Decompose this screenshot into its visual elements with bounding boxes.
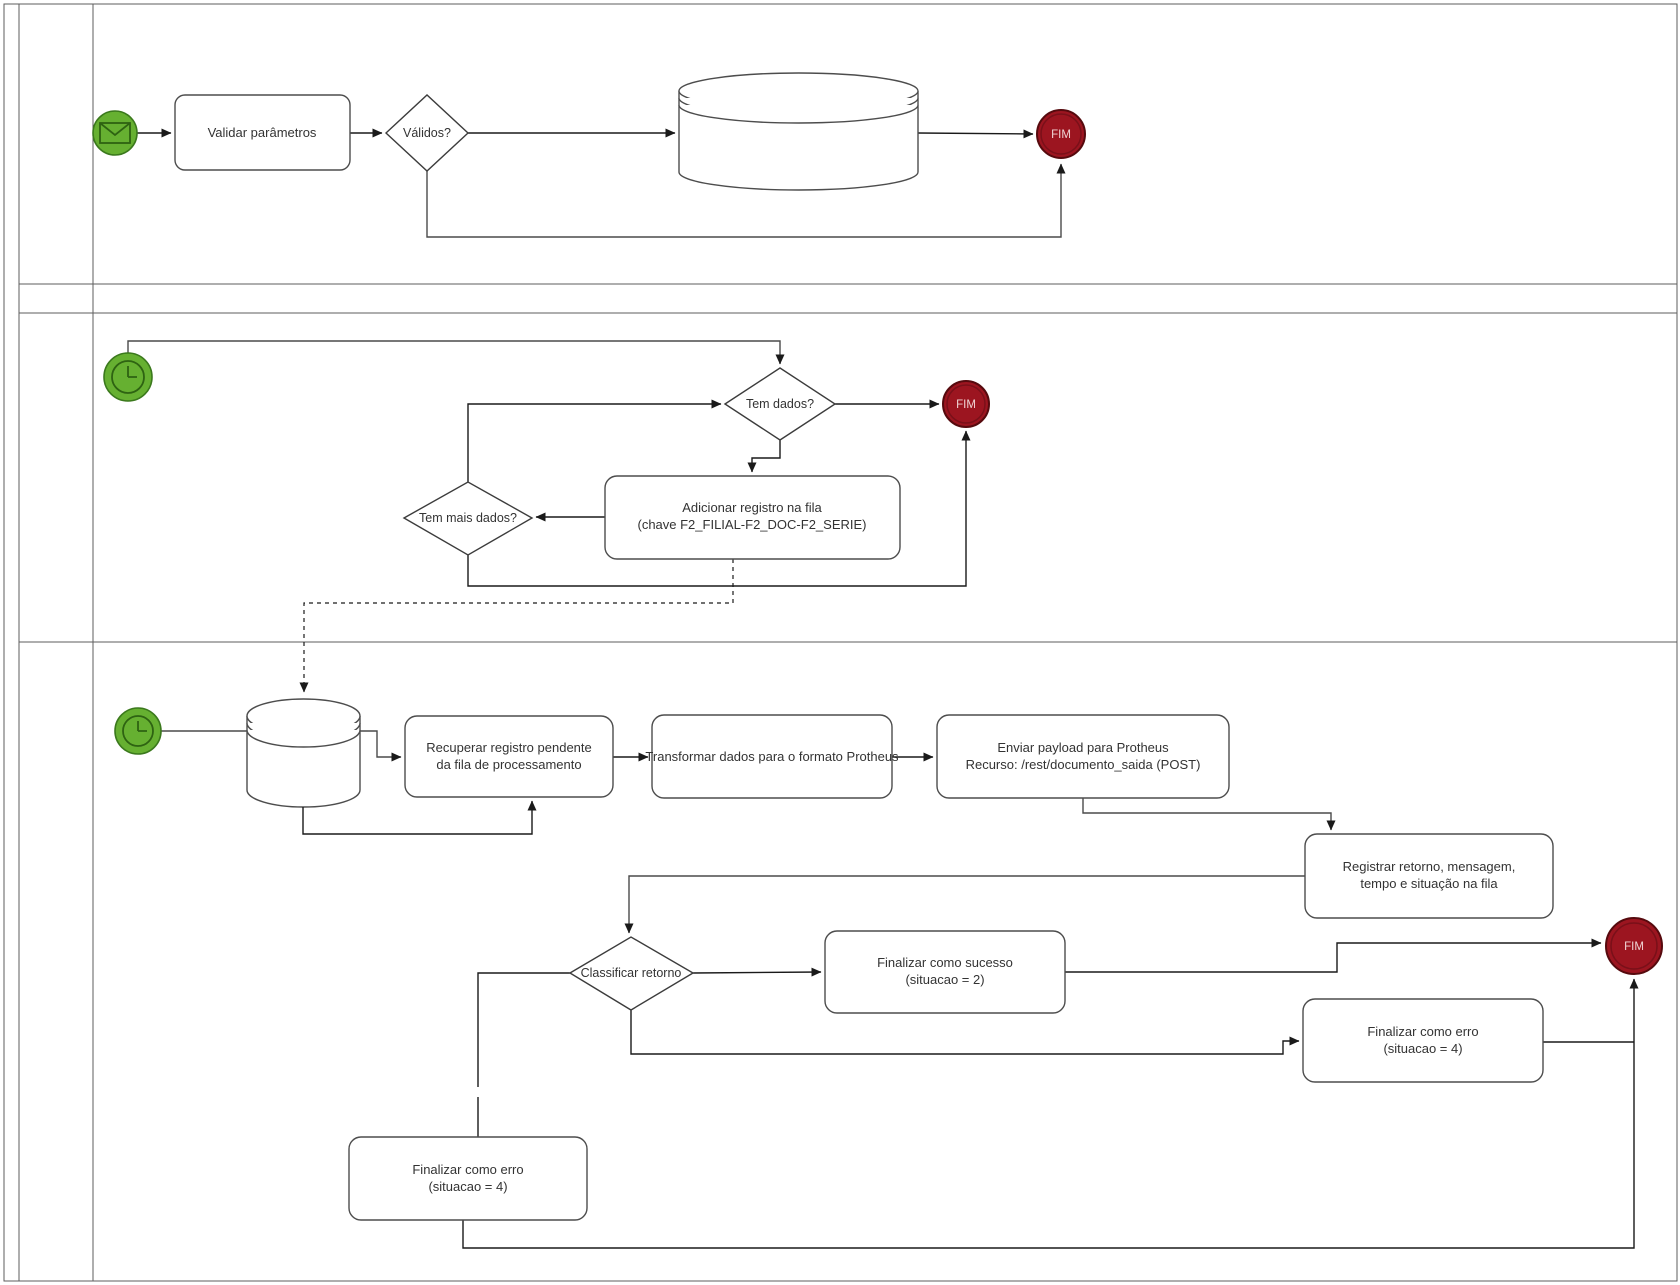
- flow-validos-no-to-fim: [426, 163, 1066, 238]
- end-event-fim-baixo[interactable]: FIM: [1605, 917, 1663, 975]
- flow-registrar-to-classificar: [624, 875, 1305, 934]
- flow-datastore-to-fim: [917, 129, 1034, 139]
- flow-temmais-nao-to-fim: [467, 430, 971, 587]
- task-enviar-line1: Enviar payload para Protheus: [997, 740, 1169, 755]
- flow-erro-baixo-to-fim: [462, 978, 1639, 1249]
- lane-2-flows: [127, 340, 971, 693]
- clock-icon: [122, 715, 154, 747]
- end-event-fim-mid-label: FIM: [956, 399, 976, 411]
- lane-1-flows: [137, 128, 1066, 238]
- gateway-tem-dados-label: Tem dados?: [746, 397, 814, 411]
- gateway-tem-dados[interactable]: Tem dados?: [723, 367, 837, 441]
- task-finalizar-sucesso[interactable]: Finalizar como sucesso (situacao = 2): [824, 930, 1066, 1014]
- gateway-classificar-retorno[interactable]: Classificar retorno: [568, 936, 695, 1011]
- gateway-validos-label: Válidos?: [403, 126, 451, 140]
- start-event-timer-mid[interactable]: [103, 352, 153, 402]
- flow-datastore-loop-to-recuperar: [302, 800, 537, 835]
- task-enviar-payload[interactable]: Enviar payload para Protheus Recurso: /r…: [936, 714, 1230, 799]
- task-adicionar-line2: (chave F2_FILIAL-F2_DOC-F2_SERIE): [637, 517, 866, 532]
- flow-sucesso-to-fim: [1065, 938, 1602, 973]
- task-registrar-retorno[interactable]: Registrar retorno, mensagem, tempo e sit…: [1304, 833, 1554, 919]
- task-recuperar-registro[interactable]: Recuperar registro pendente da fila de p…: [404, 715, 614, 798]
- task-adicionar-line1: Adicionar registro na fila: [682, 500, 822, 515]
- flow-temdados-to-adicionar: [747, 440, 781, 473]
- end-event-fim-top-label: FIM: [1051, 129, 1071, 141]
- gateway-tem-mais-dados-label: Tem mais dados?: [419, 511, 517, 525]
- start-event-message[interactable]: [92, 110, 138, 156]
- task-erro-baixo-line2: (situacao = 4): [428, 1179, 507, 1194]
- datastore-top[interactable]: [678, 72, 919, 191]
- task-erro-direita-line2: (situacao = 4): [1383, 1041, 1462, 1056]
- gateway-tem-mais-dados[interactable]: Tem mais dados?: [402, 481, 534, 556]
- start-event-timer-bottom[interactable]: [114, 707, 162, 755]
- task-erro-direita-line1: Finalizar como erro: [1367, 1024, 1478, 1039]
- pool: [3, 3, 1678, 1282]
- task-erro-baixo-line1: Finalizar como erro: [412, 1162, 523, 1177]
- gateway-classificar-label: Classificar retorno: [581, 966, 682, 980]
- end-event-fim-mid[interactable]: FIM: [942, 380, 990, 428]
- flow-enviar-to-registrar: [1082, 798, 1336, 831]
- task-sucesso-line2: (situacao = 2): [905, 972, 984, 987]
- end-event-fim-baixo-label: FIM: [1624, 941, 1644, 953]
- task-recuperar-line2: da fila de processamento: [436, 757, 581, 772]
- end-event-fim-top[interactable]: FIM: [1036, 109, 1086, 159]
- task-recuperar-line1: Recuperar registro pendente: [426, 740, 592, 755]
- flow-timer-to-temdados: [127, 340, 785, 365]
- task-validar-label: Validar parâmetros: [208, 125, 317, 140]
- task-registrar-line1: Registrar retorno, mensagem,: [1343, 859, 1516, 874]
- task-registrar-line2: tempo e situação na fila: [1360, 876, 1498, 891]
- flow-classificar-to-sucesso: [692, 967, 822, 977]
- task-finalizar-erro-direita[interactable]: Finalizar como erro (situacao = 4): [1302, 998, 1544, 1083]
- task-enviar-line2: Recurso: /rest/documento_saida (POST): [966, 757, 1201, 772]
- task-adicionar-registro[interactable]: Adicionar registro na fila (chave F2_FIL…: [604, 475, 901, 560]
- task-finalizar-erro-baixo[interactable]: Finalizar como erro (situacao = 4): [348, 1136, 588, 1221]
- task-sucesso-line1: Finalizar como sucesso: [877, 955, 1013, 970]
- clock-icon: [111, 360, 145, 394]
- datastore-queue[interactable]: [246, 698, 361, 808]
- gateway-validos[interactable]: Válidos?: [384, 94, 470, 172]
- task-transformar-dados[interactable]: Transformar dados para o formato Protheu…: [645, 714, 899, 799]
- flow-dashed-adicionar-to-datastore: [299, 559, 734, 693]
- envelope-icon: [99, 122, 131, 144]
- lane-3-flows-2: [302, 752, 1639, 1249]
- task-transformar-label: Transformar dados para o formato Protheu…: [645, 749, 899, 764]
- flow-temmais-sim-to-temdados: [467, 399, 722, 482]
- task-validar-parametros[interactable]: Validar parâmetros: [174, 94, 351, 171]
- flow-classificar-to-erro-baixo-a: [477, 972, 570, 1087]
- flow-classificar-to-erro-direita: [630, 1010, 1300, 1055]
